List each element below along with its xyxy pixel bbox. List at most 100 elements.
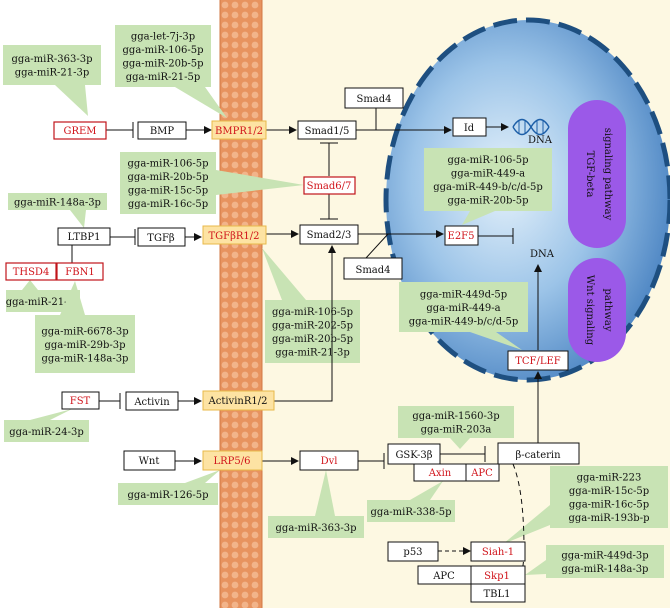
mirna-callout-tail [462, 211, 495, 225]
mirna-callout-g3: gga-miR-106-5pgga-miR-20b-5pgga-miR-15c-… [120, 152, 304, 214]
mirna-label: gga-miR-20b-5p [122, 59, 203, 70]
mirna-callout-tail [410, 481, 443, 500]
mirna-callout-g15: gga-miR-223gga-miR-15c-5pgga-miR-16c-5pg… [503, 466, 668, 544]
mirna-callout-g14: gga-miR-363-3p [268, 470, 364, 538]
mirna-callout-box [8, 193, 107, 210]
mirna-callout-box [265, 300, 360, 363]
node-dna-mid: DNA [530, 249, 555, 260]
node-skp1: Skp1 [484, 571, 510, 582]
mirna-callout-box [367, 500, 455, 522]
node-smad4-top: Smad4 [356, 94, 391, 105]
node-fst: FST [70, 396, 91, 407]
node-apc-red-box [465, 463, 500, 482]
node-siah-box [470, 541, 526, 562]
node-wnt-box [123, 450, 176, 471]
mirna-callout-box [550, 466, 668, 528]
mirna-callout-tail [503, 505, 550, 544]
node-lrp: LRP5/6 [214, 456, 251, 467]
mirna-label: gga-miR-148a-3p [14, 197, 101, 208]
wnt-pathway-label-1: Wnt signaling [584, 275, 595, 346]
tgf-pathway-label-2: signaling pathway [602, 128, 613, 221]
wnt-pathway-pill [568, 258, 626, 362]
node-p53-box [387, 541, 439, 562]
mirna-callout-tail [470, 332, 522, 350]
node-id-box [452, 117, 487, 137]
node-e2f5-box [444, 225, 479, 246]
node-tcf: TCF/LEF [515, 356, 561, 367]
node-bmp-box [137, 121, 187, 140]
node-tbl1-box [470, 583, 526, 603]
wnt-pathway-label-2: pathway [602, 289, 613, 332]
mirna-label: gga-miR-16c-5p [569, 500, 649, 511]
node-thsd4-box [5, 262, 57, 281]
node-dna-top: DNA [528, 135, 553, 146]
mirna-callout-tail [525, 560, 546, 575]
mirna-label: gga-miR-363-3p [276, 523, 357, 534]
mirna-callout-tail [450, 438, 470, 449]
mirna-callout-box [398, 406, 514, 438]
mirna-label: gga-miR-203a [421, 425, 492, 436]
mirna-label: gga-miR-20b-5p [127, 172, 208, 183]
node-siah: Siah-1 [482, 547, 514, 558]
mirna-callout-box [399, 282, 528, 332]
mirna-label: gga-miR-21-3p [275, 348, 350, 359]
node-grem-box [53, 121, 107, 140]
mirna-callout-g11: gga-miR-1560-3p gga-miR-203a [398, 406, 514, 449]
mirna-callout-box [4, 420, 89, 442]
node-lrp-box [202, 450, 263, 471]
mirna-label: gga-miR-106-5p [448, 155, 529, 166]
node-e2f5: E2F5 [448, 231, 475, 242]
mirna-callout-box [546, 545, 664, 578]
node-smad23-box [299, 224, 359, 245]
node-bcat-box [497, 442, 580, 465]
node-fbn1: FBN1 [65, 267, 94, 278]
node-smad67-box [303, 176, 356, 195]
mirna-callout-box [6, 290, 80, 312]
mirna-callout-tail [262, 248, 306, 300]
node-bmpr: BMPR1/2 [215, 126, 263, 137]
mirna-label: gga-miR-1560-3p [412, 411, 499, 422]
mirna-label: gga-miR-449-b/c/d-5p [433, 182, 542, 193]
mirna-callout-box [35, 315, 135, 373]
mirna-label: gga-miR-106-5p [272, 307, 353, 318]
mirna-label: gga-miR-16c-5p [128, 199, 208, 210]
mirna-callout-g10: gga-miR-24-3p [4, 409, 89, 442]
tgf-pathway-label-1: TGF-beta [584, 151, 595, 198]
node-thsd4: THSD4 [13, 267, 50, 278]
mirna-callout-tail [55, 85, 88, 116]
node-activin-box [125, 391, 179, 411]
mirna-callout-tail [315, 470, 335, 516]
mirna-label: gga-miR-21-3p [15, 68, 90, 79]
node-smad67: Smad6/7 [307, 181, 352, 192]
mirna-label: gga-miR-106-5p [128, 159, 209, 170]
mirna-callout-g7: gga-miR-6678-3pgga-miR-29b-3pgga-miR-148… [35, 281, 135, 373]
edge-smad4-join-mid [365, 233, 389, 259]
node-fst-box [61, 391, 100, 410]
node-activinr: ActivinR1/2 [208, 396, 268, 407]
node-grem: GREM [63, 126, 96, 137]
mirna-label: gga-miR-148a-3p [42, 353, 129, 364]
dna-helix-icon [512, 118, 550, 136]
node-tbl1: TBL1 [483, 589, 510, 600]
mirna-label: gga-miR-338-5p [371, 507, 452, 518]
mirna-label: gga-let-7j-3p [131, 32, 195, 43]
node-smad15-box [297, 120, 357, 140]
mirna-callout-g12: gga-miR-126-5p [118, 470, 220, 505]
node-p53: p53 [403, 547, 422, 558]
node-wnt: Wnt [139, 456, 160, 467]
node-bmp: BMP [150, 126, 175, 137]
mirna-callout-tail [70, 210, 86, 228]
mirna-callout-tail [60, 281, 85, 315]
node-activin: Activin [133, 397, 170, 408]
mirna-callout-tail [216, 170, 304, 195]
mirna-callout-box [118, 483, 218, 505]
mirna-callout-g8: gga-miR-106-5pgga-miR-202-5pgga-miR-20b-… [262, 248, 360, 363]
mirna-label: gga-miR-106-5p [123, 45, 204, 56]
mirna-callout-box [424, 148, 552, 211]
node-activinr-box [202, 390, 275, 411]
edge-activinr-smad23 [274, 245, 336, 402]
tgf-pathway-pill [568, 100, 626, 248]
mirna-label: gga-miR-126-5p [128, 490, 209, 501]
